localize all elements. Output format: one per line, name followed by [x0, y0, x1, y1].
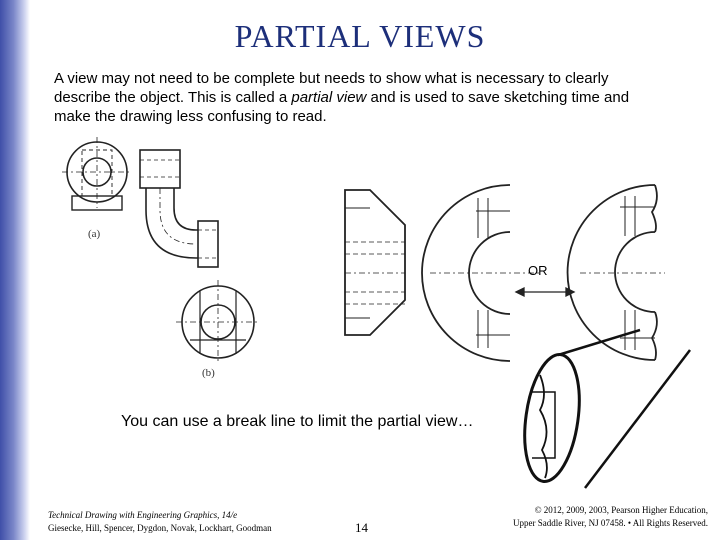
intro-text-part1: A view may not need to be complete but n… — [54, 70, 609, 106]
drawing-a-pipe-outer — [145, 188, 198, 259]
double-arrow — [514, 286, 576, 298]
or-label: OR — [528, 263, 548, 278]
break-line-bottom — [650, 311, 658, 361]
cone-outline — [344, 189, 406, 336]
slide-title: PARTIAL VIEWS — [234, 18, 486, 54]
footer-book-title: Technical Drawing with Engineering Graph… — [48, 510, 238, 520]
drawing-a-pipe-inner — [173, 188, 198, 231]
drawing-b — [176, 280, 260, 364]
break-line-top — [650, 184, 658, 233]
figure-label-b: (b) — [202, 367, 215, 379]
drawing-break-line-view — [566, 184, 665, 361]
footer-authors: Giesecke, Hill, Spencer, Dygdon, Novak, … — [48, 523, 272, 533]
copyright-line-2: Upper Saddle River, NJ 07458. • All Righ… — [512, 518, 708, 528]
figure-label-a: (a) — [88, 228, 101, 240]
caption-break-line: You can use a break line to limit the pa… — [121, 413, 474, 430]
copyright-line-1: © 2012, 2009, 2003, Pearson Higher Educa… — [534, 505, 708, 515]
drawing-a-flange — [139, 149, 181, 189]
page-number: 14 — [355, 520, 368, 535]
drawing-a-inner-circle — [82, 157, 112, 187]
drawing-cone-view — [344, 189, 406, 336]
footer-copyright: © 2012, 2009, 2003, Pearson Higher Educa… — [458, 504, 708, 530]
half-circle-inner — [468, 231, 511, 315]
drawing-partial-half-circle — [421, 184, 540, 362]
footer-source: Technical Drawing with Engineering Graph… — [48, 509, 278, 540]
magnifier-ellipse — [523, 353, 581, 483]
intro-paragraph: A view may not need to be complete but n… — [54, 69, 664, 126]
break-view-inner — [614, 231, 656, 313]
break-view-outer — [566, 184, 656, 361]
half-circle-outer — [421, 184, 511, 362]
magnifier-callout — [523, 328, 691, 489]
intro-text-part2: and is used to save sketching time and m… — [54, 89, 630, 125]
left-gradient-band — [0, 0, 30, 540]
drawing-a — [62, 137, 219, 268]
magnified-break-line — [538, 374, 548, 479]
intro-emphasis: partial view — [291, 89, 367, 106]
